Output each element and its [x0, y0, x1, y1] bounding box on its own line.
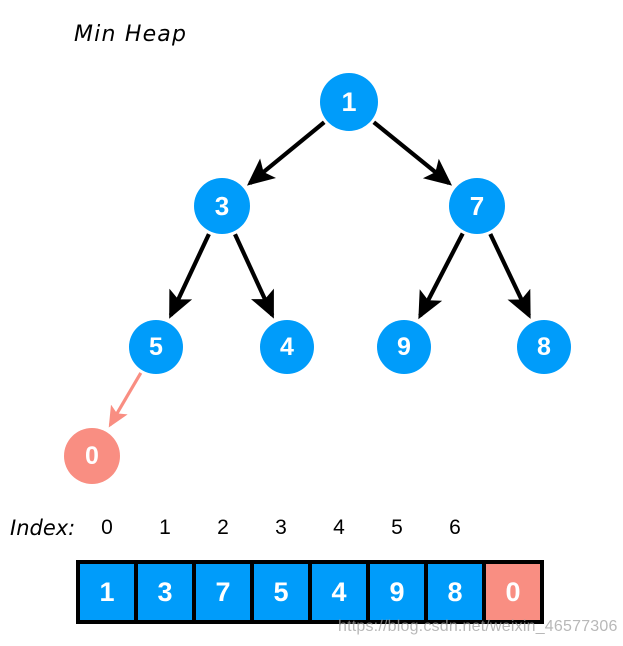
- array-cell-value: 7: [215, 576, 231, 607]
- array-cell-1: 3: [138, 564, 192, 620]
- tree-edge-5-to-0: [108, 372, 143, 428]
- tree-node-label: 1: [341, 86, 357, 117]
- tree-edge-7-to-9: [418, 232, 465, 320]
- index-row-label: Index:: [10, 516, 76, 540]
- array-cell-value: 0: [505, 576, 521, 607]
- tree-node-1: 1: [320, 73, 378, 131]
- array-cell-value: 5: [273, 576, 289, 607]
- tree-node-4: 4: [260, 320, 314, 374]
- tree-node-label: 8: [537, 332, 551, 361]
- tree-edge-7-to-8: [488, 233, 531, 319]
- tree-edge-3-to-4: [233, 233, 275, 319]
- tree-node-label: 4: [280, 332, 294, 361]
- tree-edge-3-to-5: [168, 233, 211, 319]
- array-cell-value: 4: [331, 576, 347, 607]
- index-number-5: 5: [391, 516, 403, 539]
- tree-node-3: 3: [194, 178, 250, 234]
- diagram-title: Min Heap: [74, 22, 188, 47]
- index-number-1: 1: [159, 516, 171, 539]
- tree-node-7: 7: [449, 178, 505, 234]
- tree-node-label: 9: [397, 332, 411, 361]
- array-cell-4: 4: [312, 564, 366, 620]
- array-cell-0: 1: [80, 564, 134, 620]
- tree-edge-1-to-7: [372, 120, 453, 186]
- tree-node-5: 5: [129, 320, 183, 374]
- watermark-text: https://blog.csdn.net/weixin_46577306: [338, 618, 618, 635]
- tree-node-8: 8: [517, 320, 571, 374]
- array-cell-2: 7: [196, 564, 250, 620]
- tree-node-label: 7: [469, 190, 485, 221]
- index-number-6: 6: [449, 516, 461, 539]
- array-cell-value: 3: [157, 576, 173, 607]
- array-cell-value: 8: [447, 576, 463, 607]
- index-number-4: 4: [333, 516, 345, 539]
- tree-node-label: 3: [214, 190, 230, 221]
- tree-edge-group: [108, 120, 531, 428]
- array-cell-3: 5: [254, 564, 308, 620]
- tree-edge-1-to-3: [246, 120, 326, 186]
- array-cell-7: 0: [486, 564, 540, 620]
- array-cell-value: 1: [99, 576, 115, 607]
- index-number-2: 2: [217, 516, 229, 539]
- array-cell-value: 9: [389, 576, 405, 607]
- array-cell-6: 8: [428, 564, 482, 620]
- array-cell-5: 9: [370, 564, 424, 620]
- index-number-0: 0: [101, 516, 113, 539]
- index-number-3: 3: [275, 516, 287, 539]
- heap-array: 1 3 7 5 4 9 8 0: [76, 560, 544, 624]
- tree-node-9: 9: [377, 320, 431, 374]
- tree-node-label: 0: [85, 441, 99, 470]
- tree-node-label: 5: [149, 332, 163, 361]
- tree-node-0: 0: [64, 428, 120, 484]
